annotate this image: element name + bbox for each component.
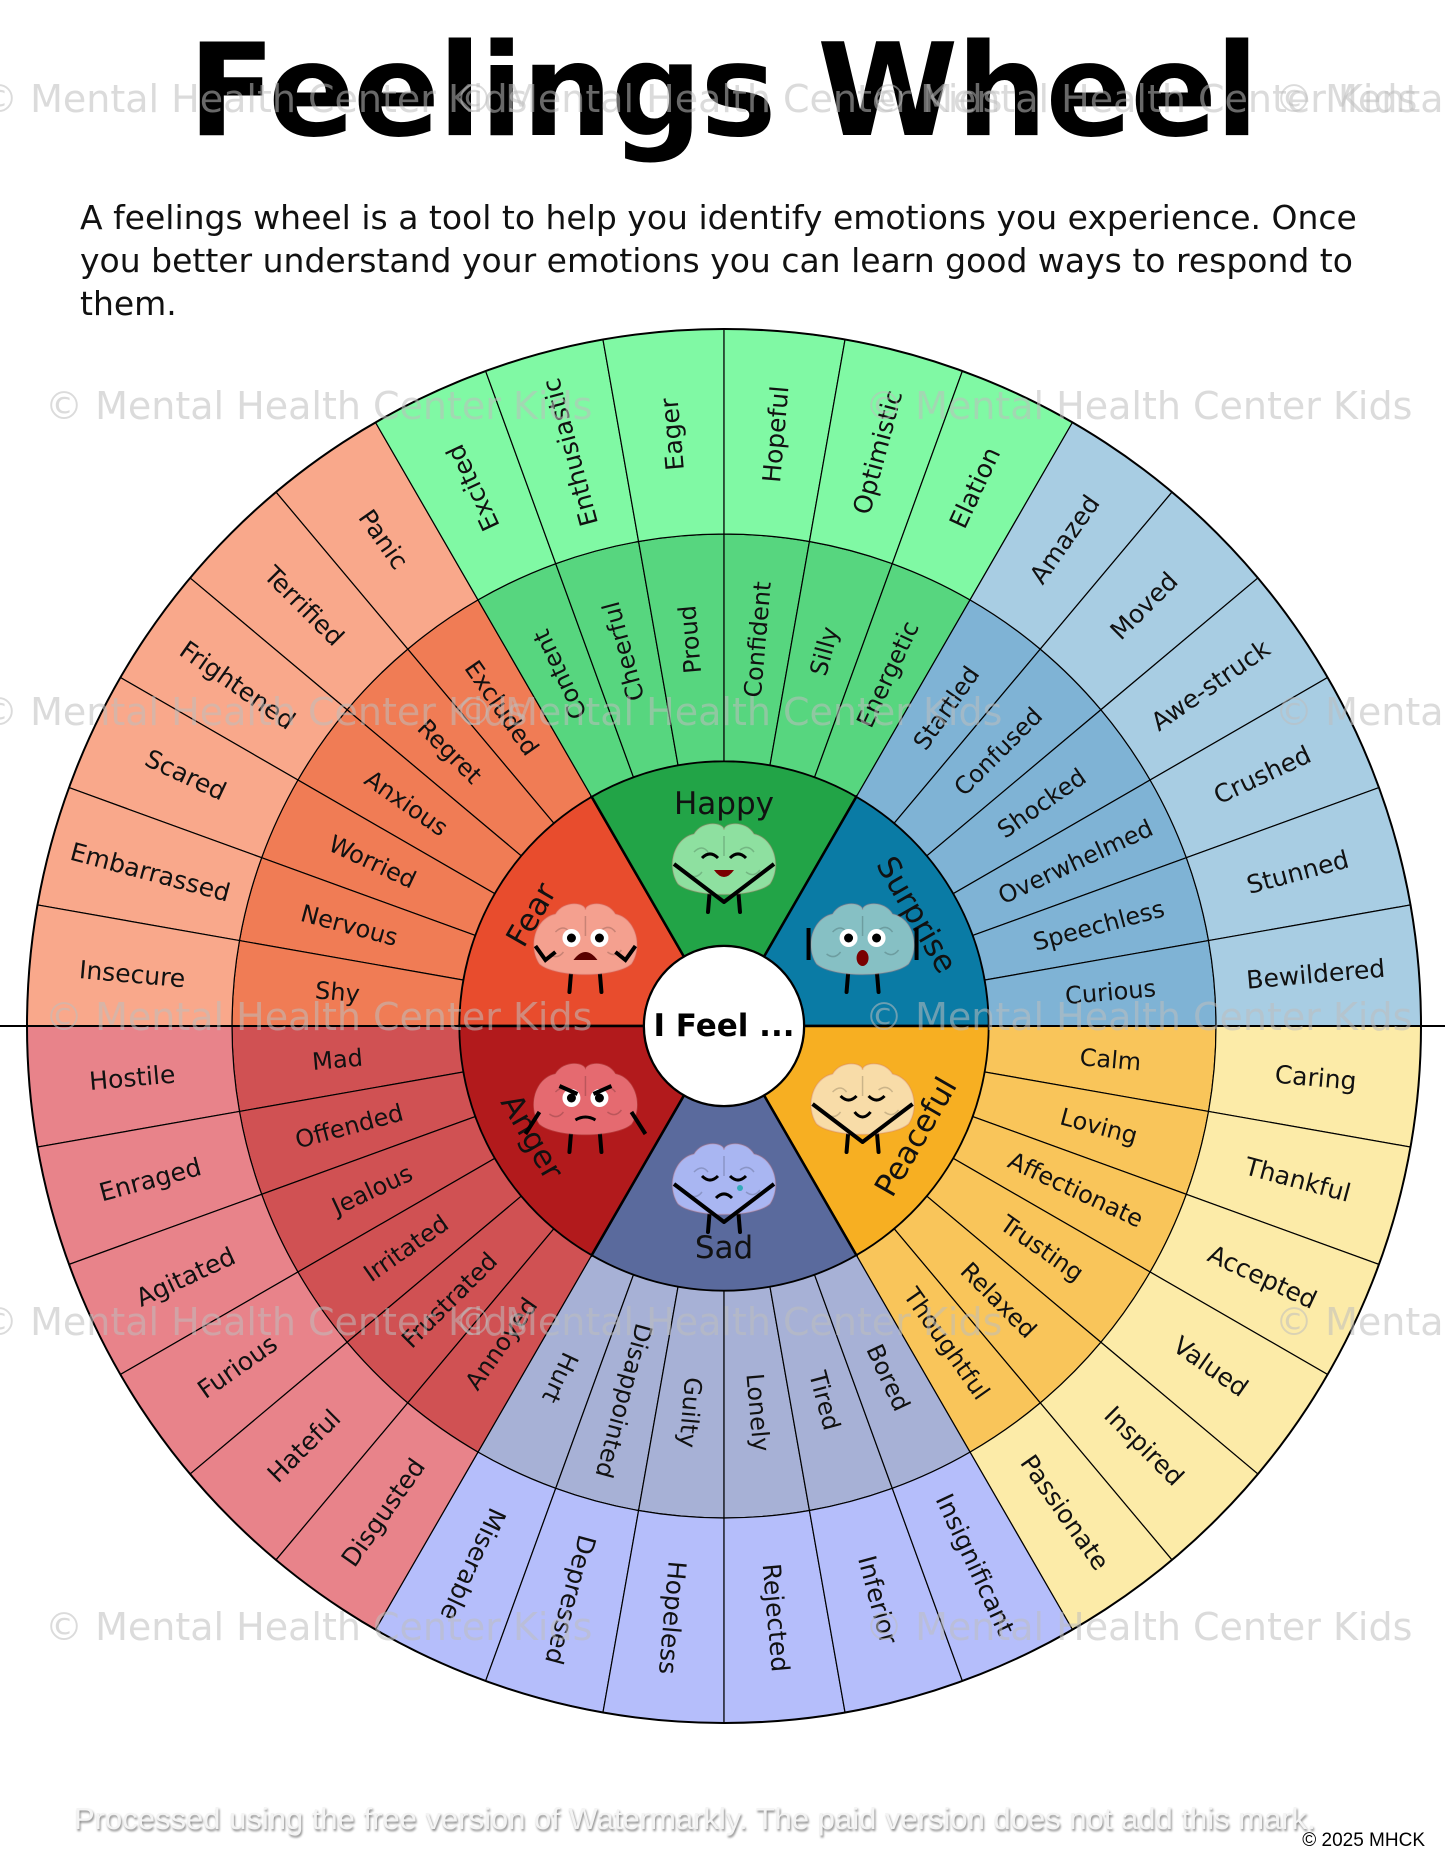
emotion-fear: ExcludedPanicRegretTerrifiedAnxiousFrigh… — [26, 421, 686, 1028]
core-emotion-label: Sad — [695, 1230, 753, 1266]
middle-feeling-label: Shy — [314, 976, 361, 1008]
middle-feeling-label: Mad — [311, 1044, 364, 1076]
center-circle — [643, 945, 805, 1107]
emotion-surprise: StartledAmazedConfusedMovedShockedAwe-st… — [762, 421, 1422, 1028]
description: A feelings wheel is a tool to help you i… — [80, 198, 1357, 323]
footer-watermark: Processed using the free version of Wate… — [74, 1801, 1316, 1836]
brain-happy-icon — [671, 823, 777, 914]
emotion-happy: ContentExcitedCheerfulEnthusiasticProudE… — [374, 328, 1074, 959]
outer-feeling-label: Caring — [1274, 1060, 1358, 1096]
brain-angry-icon — [523, 1063, 648, 1154]
copyright: © 2025 MHCK — [1302, 1830, 1425, 1851]
outer-feeling-label: Eager — [655, 396, 690, 472]
wheel-outline — [26, 328, 1422, 1724]
middle-feeling-label: Calm — [1079, 1043, 1143, 1076]
brain-scared-icon — [533, 903, 638, 994]
middle-feeling-label: Lonely — [740, 1372, 775, 1453]
middle-feeling-label: Proud — [673, 604, 707, 675]
brain-surprised-icon — [806, 903, 919, 994]
brain-calm-icon — [810, 1063, 915, 1154]
brain-sad-icon — [671, 1143, 777, 1234]
center-label: I Feel ... — [653, 1008, 794, 1044]
page-title: Feelings Wheel — [188, 17, 1259, 166]
core-emotion-label: Happy — [674, 786, 774, 822]
emotion-sad: HurtMiserableDisappointedDepressedGuilty… — [374, 1093, 1074, 1724]
middle-feeling-label: Guilty — [673, 1376, 707, 1449]
